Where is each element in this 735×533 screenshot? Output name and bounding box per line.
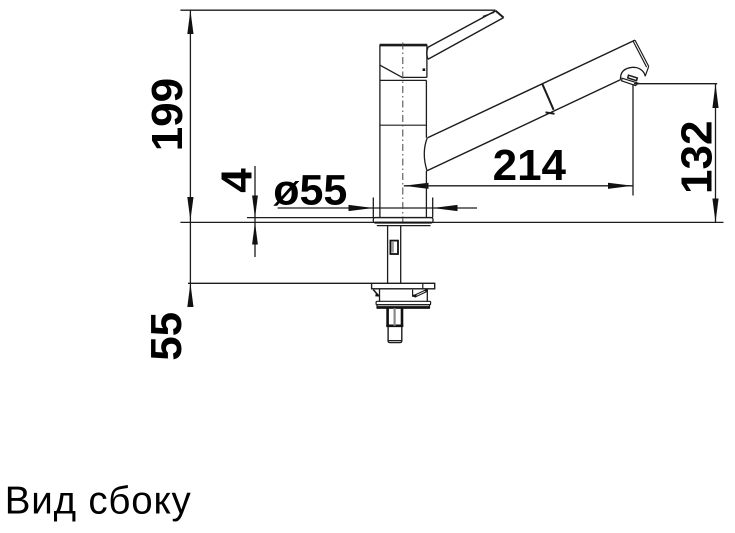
svg-text:4: 4	[212, 168, 261, 193]
svg-text:Вид сбоку: Вид сбоку	[5, 480, 192, 523]
svg-text:199: 199	[143, 78, 192, 151]
svg-text:ø55: ø55	[273, 167, 347, 215]
svg-text:55: 55	[142, 312, 191, 361]
svg-text:214: 214	[493, 141, 567, 190]
svg-text:132: 132	[673, 121, 722, 194]
